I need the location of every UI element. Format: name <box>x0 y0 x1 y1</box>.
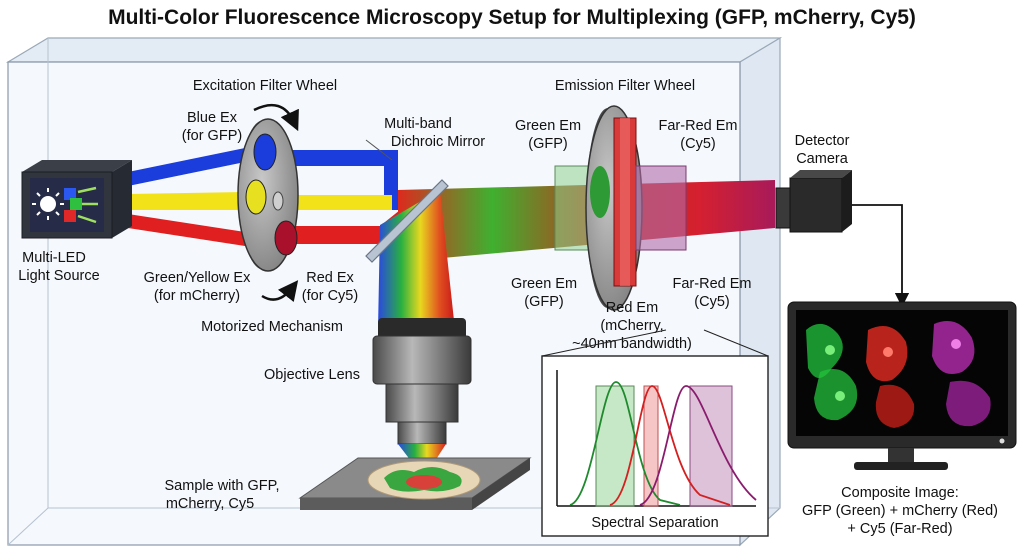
green-em-top-label: (GFP) <box>528 136 567 152</box>
dichroic-mirror <box>365 139 449 263</box>
green-ex-label: Green/Yellow Ex <box>144 270 251 286</box>
composite-label: Composite Image: <box>841 485 959 501</box>
excitation-beams <box>128 148 400 246</box>
red-ex-label: Red Ex <box>306 270 354 286</box>
sample-label: mCherry, Cy5 <box>166 496 254 512</box>
emission-filter-wheel[interactable] <box>554 105 687 311</box>
sun-icon <box>32 188 64 220</box>
green-em-top-label: Green Em <box>515 118 581 134</box>
objective-label: Objective Lens <box>264 367 360 383</box>
composite-image <box>806 321 991 428</box>
farred-em-top-label: (Cy5) <box>680 136 715 152</box>
rotate-arrow-icon <box>253 103 299 132</box>
green-ex-label: (for mCherry) <box>154 288 240 304</box>
excitation-filter-wheel[interactable] <box>237 103 299 303</box>
excitation-wheel-title: Excitation Filter Wheel <box>193 78 337 94</box>
red-ex-label: (for Cy5) <box>302 288 358 304</box>
farred-em-top-label: Far-Red Em <box>659 118 738 134</box>
composite-label: + Cy5 (Far-Red) <box>847 521 952 537</box>
green-em-bottom-label: (GFP) <box>524 294 563 310</box>
red-em-label: (mCherry, <box>600 318 663 334</box>
detector-camera <box>775 170 852 233</box>
farred-em-bottom-label: Far-Red Em <box>673 276 752 292</box>
composite-label: GFP (Green) + mCherry (Red) <box>802 503 998 519</box>
farred-em-bottom-label: (Cy5) <box>694 294 729 310</box>
spectral-caption: Spectral Separation <box>591 515 718 531</box>
monitor <box>787 301 1017 470</box>
spectral-inset: Spectral Separation <box>541 329 769 537</box>
detector-label: Detector <box>795 133 850 149</box>
red-em-label: ~40nm bandwidth) <box>572 336 692 352</box>
motorized-mechanism-label: Motorized Mechanism <box>201 319 343 335</box>
page-title: Multi-Color Fluorescence Microscopy Setu… <box>108 6 916 29</box>
light-source: Multi-LED Light Source <box>18 160 132 284</box>
red-em-label: Red Em <box>606 300 658 316</box>
green-em-bottom-label: Green Em <box>511 276 577 292</box>
detector-label: Camera <box>796 151 849 167</box>
signal-arrow <box>852 204 910 308</box>
dichroic-label: Dichroic Mirror <box>391 134 485 150</box>
dichroic-label: Multi-band <box>384 116 452 132</box>
sample-slide <box>298 457 532 510</box>
emission-wheel-title: Emission Filter Wheel <box>555 78 695 94</box>
blue-ex-label: (for GFP) <box>182 128 242 144</box>
sample-label: Sample with GFP, <box>165 478 280 494</box>
blue-ex-label: Blue Ex <box>187 110 238 126</box>
light-source-label: Multi-LED <box>22 250 86 266</box>
rotate-arrow-icon <box>261 280 299 303</box>
light-source-label: Light Source <box>18 268 99 284</box>
